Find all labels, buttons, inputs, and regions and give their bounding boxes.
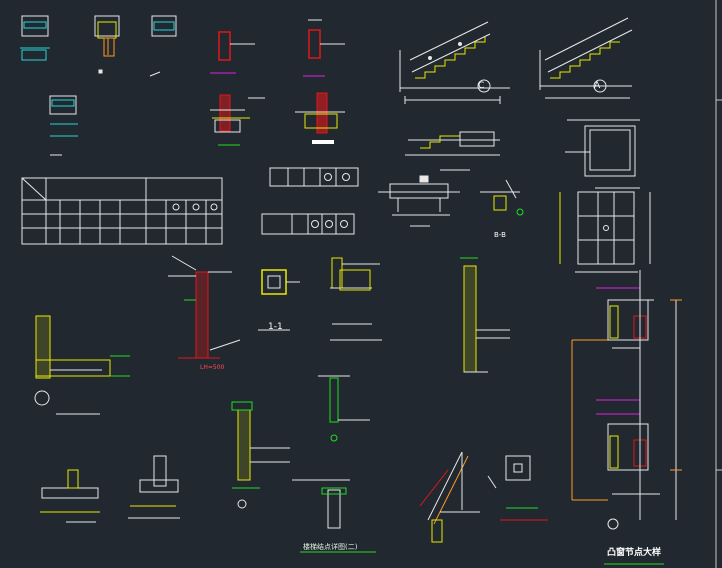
vertical-slab-detail-2 <box>318 375 370 442</box>
landing-beam-section <box>405 131 500 171</box>
small-section-2 <box>94 15 120 74</box>
table-small-2 <box>261 213 355 235</box>
beam-section-detail <box>378 175 460 227</box>
bay-window-detail <box>571 270 682 565</box>
stair-section-c <box>399 21 510 104</box>
small-section-1 <box>20 15 50 61</box>
vertical-slab-detail-1 <box>231 401 290 509</box>
reinforcement-plan <box>559 191 651 273</box>
opening-detail <box>565 119 640 189</box>
table-small-1 <box>269 167 359 187</box>
small-footing-2 <box>128 455 180 519</box>
column-section-2 <box>303 19 345 77</box>
section-b-b-label: B-B <box>494 231 506 239</box>
section-1-1-detail <box>258 269 300 331</box>
wall-section-detail <box>460 257 510 373</box>
stair-detail-title: 楼梯结点详图(二) <box>303 543 358 551</box>
stair-diagonal-detail <box>419 451 480 543</box>
pad-footing-plan <box>487 455 548 521</box>
stair-column-detail <box>168 255 241 359</box>
table-large <box>21 177 223 245</box>
section-1-1-label: 1-1 <box>268 322 283 332</box>
small-section-3 <box>149 15 177 77</box>
section-b-b-detail <box>480 179 524 216</box>
small-section-4 <box>49 95 78 156</box>
stair-node-detail-two <box>292 479 376 553</box>
section-c-label: C <box>478 81 485 91</box>
section-a-label: A <box>594 81 601 91</box>
ledge-detail <box>330 257 382 341</box>
foundation-detail-1 <box>210 94 265 146</box>
column-section-1 <box>210 31 255 74</box>
beam-mark-label: LH=500 <box>200 364 225 371</box>
wall-footing-detail <box>34 315 130 415</box>
foundation-detail-2 <box>295 92 345 144</box>
bay-window-title: 凸窗节点大样 <box>607 548 662 558</box>
stair-section-a <box>539 17 633 99</box>
small-footing-1 <box>40 469 100 523</box>
